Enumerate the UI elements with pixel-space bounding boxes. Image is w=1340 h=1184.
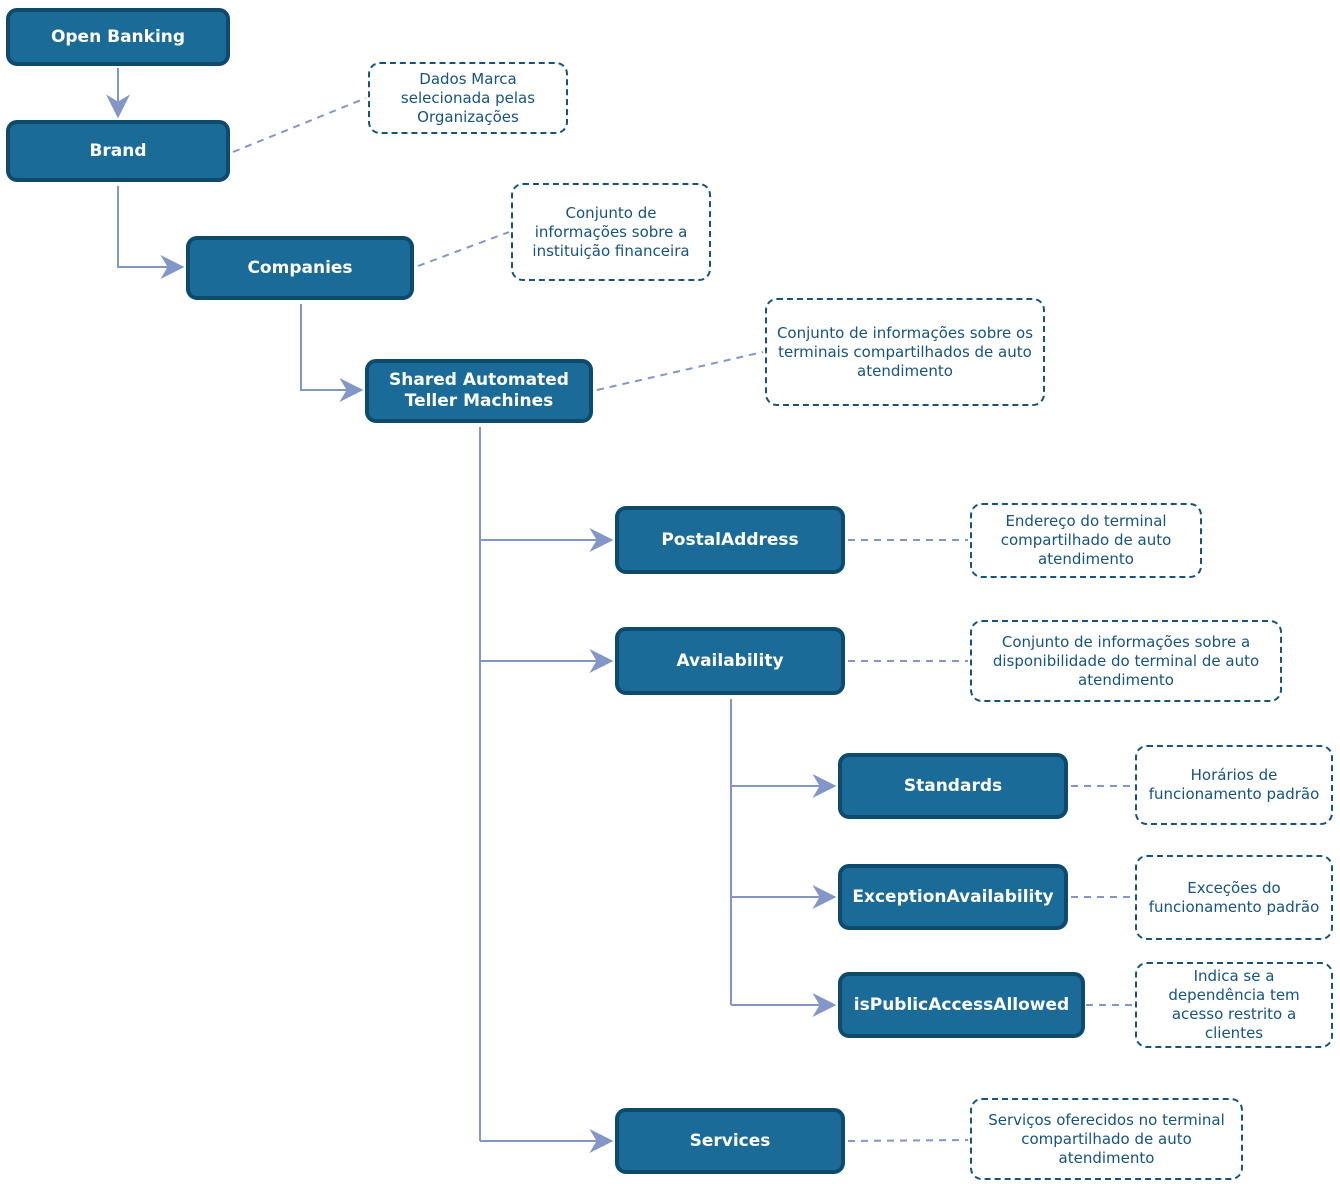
node-availability: Availability: [615, 627, 845, 695]
node-open-banking: Open Banking: [6, 8, 230, 66]
node-postal-address: PostalAddress: [615, 506, 845, 574]
edge-brand-companies: [117, 186, 185, 279]
node-companies: Companies: [186, 236, 414, 300]
node-brand: Brand: [6, 120, 230, 182]
note-brand: Dados Marca selecionada pelas Organizaçõ…: [368, 62, 568, 134]
note-exception-availability: Exceções do funcionamento padrão: [1135, 855, 1333, 940]
note-availability: Conjunto de informações sobre a disponib…: [970, 620, 1282, 702]
edge-companies-satm: [300, 304, 364, 402]
note-postal-address: Endereço do terminal compartilhado de au…: [970, 503, 1202, 578]
note-companies: Conjunto de informações sobre a institui…: [511, 183, 711, 281]
node-is-public-access-allowed: isPublicAccessAllowed: [838, 972, 1085, 1038]
node-standards: Standards: [838, 753, 1068, 819]
link-services-note: [847, 1139, 969, 1142]
note-is-public-access-allowed: Indica se a dependência tem acesso restr…: [1135, 962, 1333, 1048]
note-services: Serviços oferecidos no terminal comparti…: [970, 1098, 1243, 1180]
link-satm-note: [596, 351, 764, 391]
node-shared-automated-teller-machines: Shared Automated Teller Machines: [365, 359, 593, 423]
node-exception-availability: ExceptionAvailability: [838, 864, 1068, 930]
node-services: Services: [615, 1108, 845, 1174]
link-brand-note: [232, 97, 367, 153]
note-standards: Horários de funcionamento padrão: [1135, 745, 1333, 825]
link-companies-note: [417, 231, 510, 267]
note-shared-automated-teller-machines: Conjunto de informações sobre os termina…: [765, 298, 1045, 406]
